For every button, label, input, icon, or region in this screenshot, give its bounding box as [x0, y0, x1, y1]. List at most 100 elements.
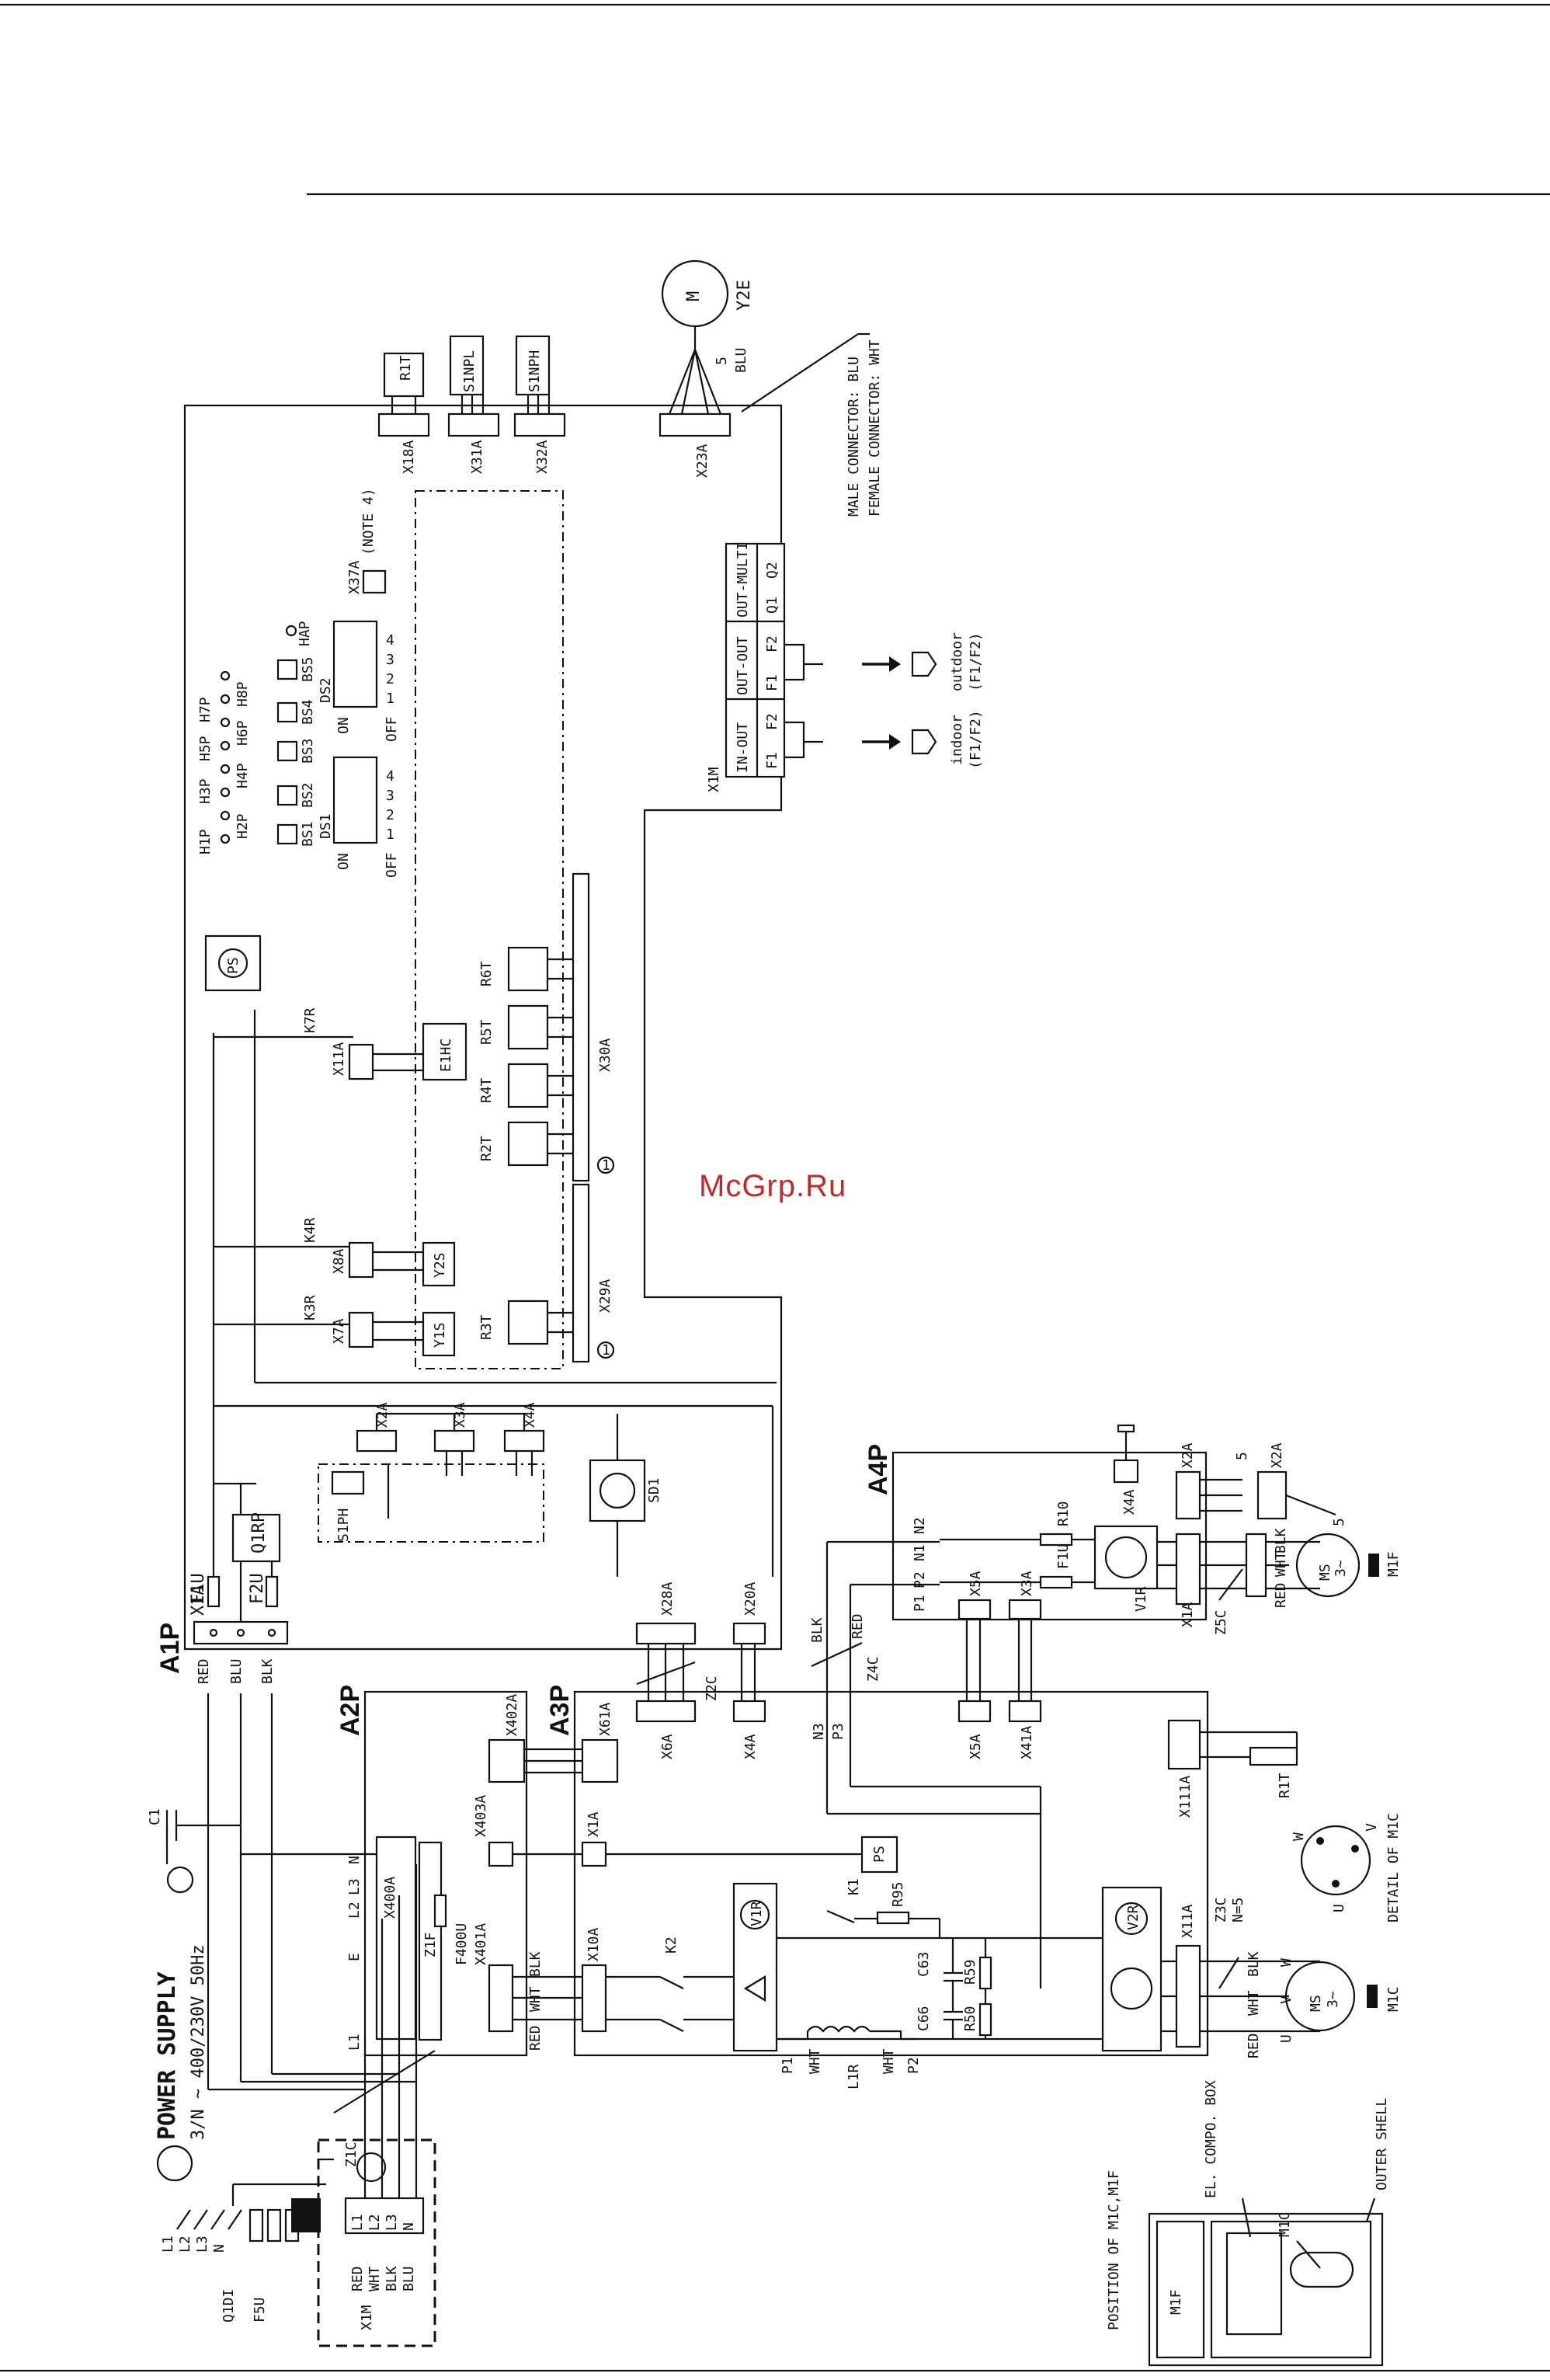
outer-shell-drawing	[1148, 2212, 1384, 2367]
led-h4p: H4P	[235, 763, 251, 788]
detail-pin-v: V	[1364, 1823, 1380, 1832]
earth-symbol-icon	[156, 2145, 193, 2182]
led-h2p: H2P	[235, 813, 251, 839]
connector-x4a-a4p-label: X4A	[1121, 1489, 1138, 1515]
s1ph-area	[318, 1463, 544, 1543]
connector-x31a-label: X31A	[469, 440, 485, 474]
power-supply-spec: 3/N ~ 400/230V 50Hz	[189, 1944, 208, 2140]
feed-blu-label: BLU	[228, 1658, 245, 1684]
connector-x6a-label: X6A	[659, 1734, 676, 1759]
ds2-off-label: OFF	[384, 716, 400, 742]
connector-x401a	[488, 1964, 514, 2033]
phase-l2: L2	[177, 2236, 193, 2253]
pin	[267, 1628, 276, 1637]
connector-x30a	[572, 872, 590, 1182]
connector-x10a-label: X10A	[586, 1927, 602, 1961]
wire	[1218, 1957, 1239, 1989]
pressure-switch-a1p-label: PS	[225, 957, 242, 974]
inductor-coil-left: WHT	[807, 2048, 823, 2074]
transistor-symbol	[1110, 1967, 1153, 2010]
wire	[693, 349, 710, 415]
connector-x1a-a4p	[1175, 1533, 1201, 1606]
note-4: (NOTE 4)	[360, 488, 377, 555]
inductor-l1r-label: L1R	[846, 2064, 862, 2089]
x1m-pin-l1: L1	[349, 2214, 366, 2231]
connector-x4a-a3p	[732, 1700, 766, 1723]
connector-x10a	[581, 1964, 607, 2033]
connector-x23a	[659, 412, 732, 437]
connector-x1a-a4p-label: X1A	[1180, 1602, 1196, 1627]
feed-red-label: RED	[196, 1658, 212, 1684]
connector-x2a	[356, 1429, 398, 1453]
connector-x400a-label: X400A	[382, 1877, 398, 1919]
connector-x41a-label: X41A	[1019, 1725, 1035, 1759]
phase-l1: L1	[160, 2236, 176, 2253]
led-indicator-row	[220, 670, 231, 844]
terminal-x1m-label: X1M	[706, 767, 722, 792]
relay-k3r-label: K3R	[302, 1295, 318, 1320]
ground-block-icon	[291, 2198, 321, 2232]
resistor-r59-label: R59	[962, 1959, 978, 1985]
resistor-r50-label: R50	[962, 2006, 978, 2031]
connector-x41a	[1008, 1700, 1042, 1723]
fan-motor-y2e	[661, 259, 729, 328]
phase-n: N	[211, 2244, 228, 2253]
led-h8p: H8P	[235, 681, 251, 707]
x1m-wire-blu: BLU	[401, 2266, 417, 2291]
button-bs4: BS4	[300, 699, 316, 725]
z5c-label: Z5C	[1213, 1609, 1229, 1635]
fan-motor-y2e-m: M	[684, 291, 704, 301]
valve-y1s-label: Y1S	[432, 1322, 448, 1348]
terminal-in-out: IN-OUT	[735, 722, 751, 773]
connector-x402a	[488, 1738, 526, 1783]
marker-1-x29a	[596, 1341, 615, 1359]
fan-motor-y2e-pins: 5	[714, 357, 730, 365]
fan-motor-m1f-ms: MS	[1317, 1564, 1333, 1581]
valve-y2s	[422, 1241, 456, 1287]
sd1-label: SD1	[646, 1477, 662, 1503]
a4p-p1-label: P1	[912, 1595, 928, 1612]
fan-blk-label: BLK	[1273, 1528, 1289, 1554]
inverter-v1r-a4p	[1093, 1525, 1159, 1590]
compressor-m1c-ground-icon	[1367, 1985, 1378, 2008]
valve-y1s	[422, 1311, 456, 1357]
connector-x4a-a3p-label: X4A	[742, 1734, 759, 1759]
motor-blk-label: BLK	[1246, 1951, 1262, 1977]
terminal-x1m-block	[344, 2197, 425, 2235]
thermistor-r1t-a3p	[1249, 1746, 1298, 1766]
inductor-coil-right: WHT	[881, 2048, 897, 2074]
detail-pin-u: U	[1331, 1904, 1347, 1912]
motor-pin-w: W	[1278, 1958, 1295, 1967]
marker-1-x29a-text: 1	[602, 1342, 610, 1359]
terminal-pin-f2-out: F2	[764, 635, 780, 652]
position-box-label: EL. COMPO. BOX	[1203, 2080, 1219, 2198]
connector-x1a-label: X1A	[189, 1585, 208, 1616]
connector-x32a-label: X32A	[534, 440, 551, 474]
connector-x2a-a4p-label: X2A	[1180, 1442, 1196, 1468]
connector-x5a-a4p-label: X5A	[968, 1571, 984, 1596]
connector-x403a	[488, 1841, 514, 1867]
led-h1p: H1P	[197, 829, 214, 854]
ds2-num-3: 3	[386, 652, 394, 668]
ds1-num-1: 1	[386, 826, 394, 843]
fan-motor-m1f-ground-icon	[1368, 1554, 1379, 1577]
x1m-wire-blk: BLK	[384, 2266, 400, 2291]
inverter-v1r-a4p-label: V1R	[1133, 1586, 1149, 1612]
indoor-house-icon	[911, 729, 937, 755]
q1rp	[231, 1513, 281, 1563]
pressure-switch-a3p-label: PS	[871, 1846, 888, 1863]
resistor-r10	[1039, 1533, 1073, 1547]
x1m-pin-l3: L3	[384, 2214, 400, 2231]
fuse-f5u	[248, 2208, 300, 2243]
connector-x29a	[572, 1183, 590, 1363]
filter-core-z1c-label: Z1C	[343, 2142, 360, 2167]
thermistor-r1t-top	[383, 352, 425, 398]
terminal-pin-q2: Q2	[764, 562, 780, 579]
connector-x11a-a3p-label: X11A	[1180, 1904, 1196, 1938]
rectifier-v1r-circle	[739, 1899, 770, 1930]
leader	[1241, 2197, 1252, 2238]
connector-x2a-a4p	[1175, 1470, 1201, 1520]
relay-k7r-label: K7R	[302, 1007, 318, 1033]
connector-x4a-label: X4A	[522, 1402, 538, 1428]
connector-x1a-motor	[1245, 1533, 1267, 1598]
